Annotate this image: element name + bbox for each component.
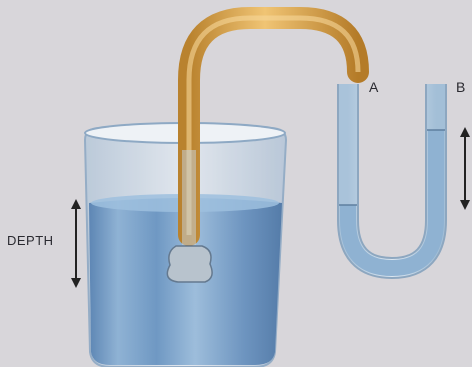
label-a: A [369,79,379,95]
u-tube-manometer [339,84,445,268]
depth-label: DEPTH [7,233,54,248]
label-b: B [456,79,466,95]
manometer-liquid [348,130,436,268]
depth-arrow [71,199,81,288]
height-difference-arrow [460,127,470,210]
